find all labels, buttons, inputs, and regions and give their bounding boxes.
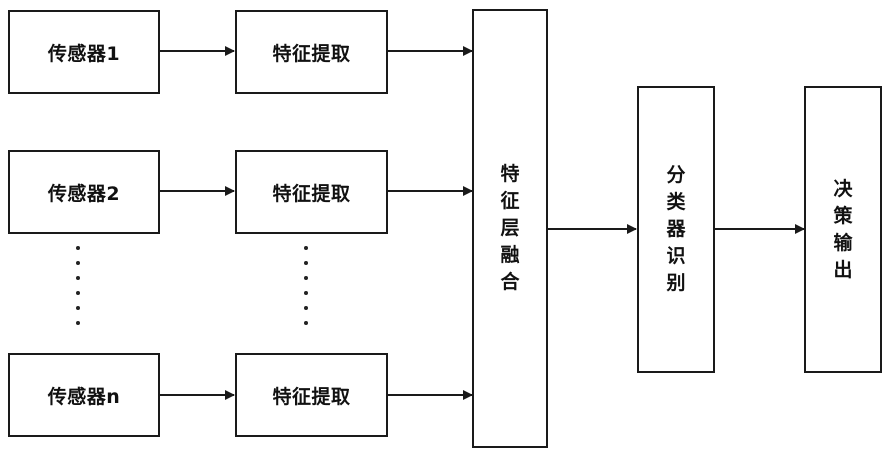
extract-box-2: 特征提取 [235,150,388,234]
output-label: 决策输出 [833,177,853,281]
sensor-ellipsis [76,246,80,325]
sensor-box-n: 传感器n [8,353,160,437]
extract-label-1: 特征提取 [272,42,351,65]
classifier-label: 分类器识别 [666,164,686,294]
sensor-label-n: 传感器n [47,385,121,408]
fusion-box: 特征层融合 [472,9,548,448]
output-box: 决策输出 [804,86,882,373]
classifier-box: 分类器识别 [637,86,715,373]
fusion-label: 特征层融合 [500,163,520,293]
sensor-box-1: 传感器1 [8,10,160,94]
sensor-label-2: 传感器2 [47,182,121,205]
extract-box-n: 特征提取 [235,353,388,437]
sensor-box-2: 传感器2 [8,150,160,234]
sensor-label-1: 传感器1 [47,42,121,65]
extract-label-n: 特征提取 [272,385,351,408]
extract-label-2: 特征提取 [272,182,351,205]
extract-box-1: 特征提取 [235,10,388,94]
extract-ellipsis [304,246,308,325]
